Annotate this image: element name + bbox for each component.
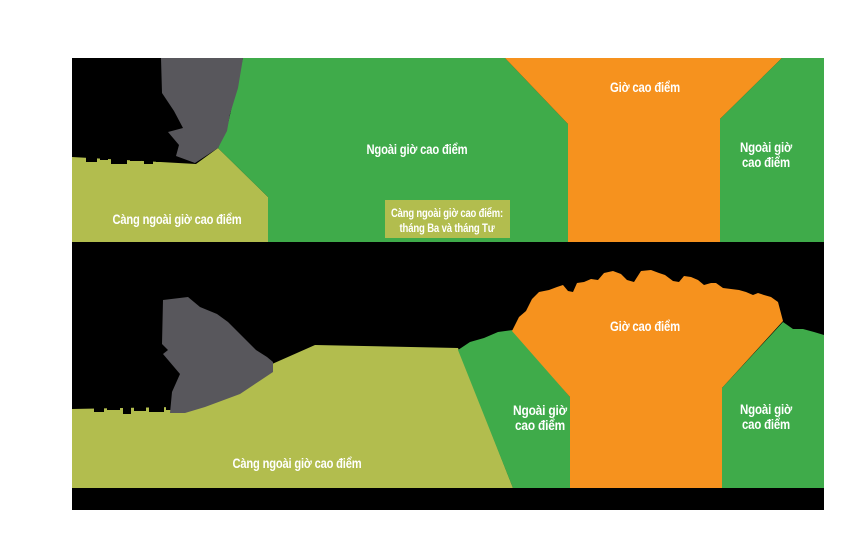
band2-super-offpeak-region (72, 345, 513, 488)
band2-redacted-text-remnant (94, 403, 172, 414)
band1-gray-pointer-shape (161, 58, 243, 163)
band1-offpeak-left-label: Ngoài giờ cao điểm (367, 142, 468, 157)
band2-offpeak-left-label-line1: Ngoài giờ (513, 403, 568, 418)
band1-redacted-text-remnant (86, 153, 168, 164)
band2-offpeak-left-label-line2: cao điểm (515, 418, 565, 433)
band1-offpeak-right-label-line2: cao điểm (742, 155, 790, 170)
band2-offpeak-left-region (458, 330, 570, 488)
band2-super-offpeak-label: Càng ngoài giờ cao điểm (233, 456, 362, 471)
band1-note-line1: Càng ngoài giờ cao điểm: (391, 206, 503, 220)
band2-offpeak-right-label-line2: cao điểm (742, 417, 790, 432)
band2-peak-label: Giờ cao điểm (610, 319, 680, 334)
band2-gray-pointer-shape (162, 297, 273, 413)
band1-note-line2: tháng Ba và tháng Tư (400, 221, 495, 235)
band1-offpeak-right-region (720, 58, 824, 242)
band1-peak-region (505, 58, 782, 242)
band1-super-offpeak-region (72, 148, 268, 242)
band1-offpeak-right-label-line1: Ngoài giờ (740, 140, 793, 155)
band2-offpeak-right-label-line1: Ngoài giờ (740, 402, 793, 417)
band1-offpeak-left-region (218, 58, 568, 242)
band1-march-april-note-box (385, 200, 510, 238)
band1-peak-label: Giờ cao điểm (610, 80, 680, 95)
band1-super-offpeak-label: Càng ngoài giờ cao điểm (113, 212, 242, 227)
band2-peak-region (512, 270, 783, 488)
band2-offpeak-right-region (722, 322, 824, 488)
